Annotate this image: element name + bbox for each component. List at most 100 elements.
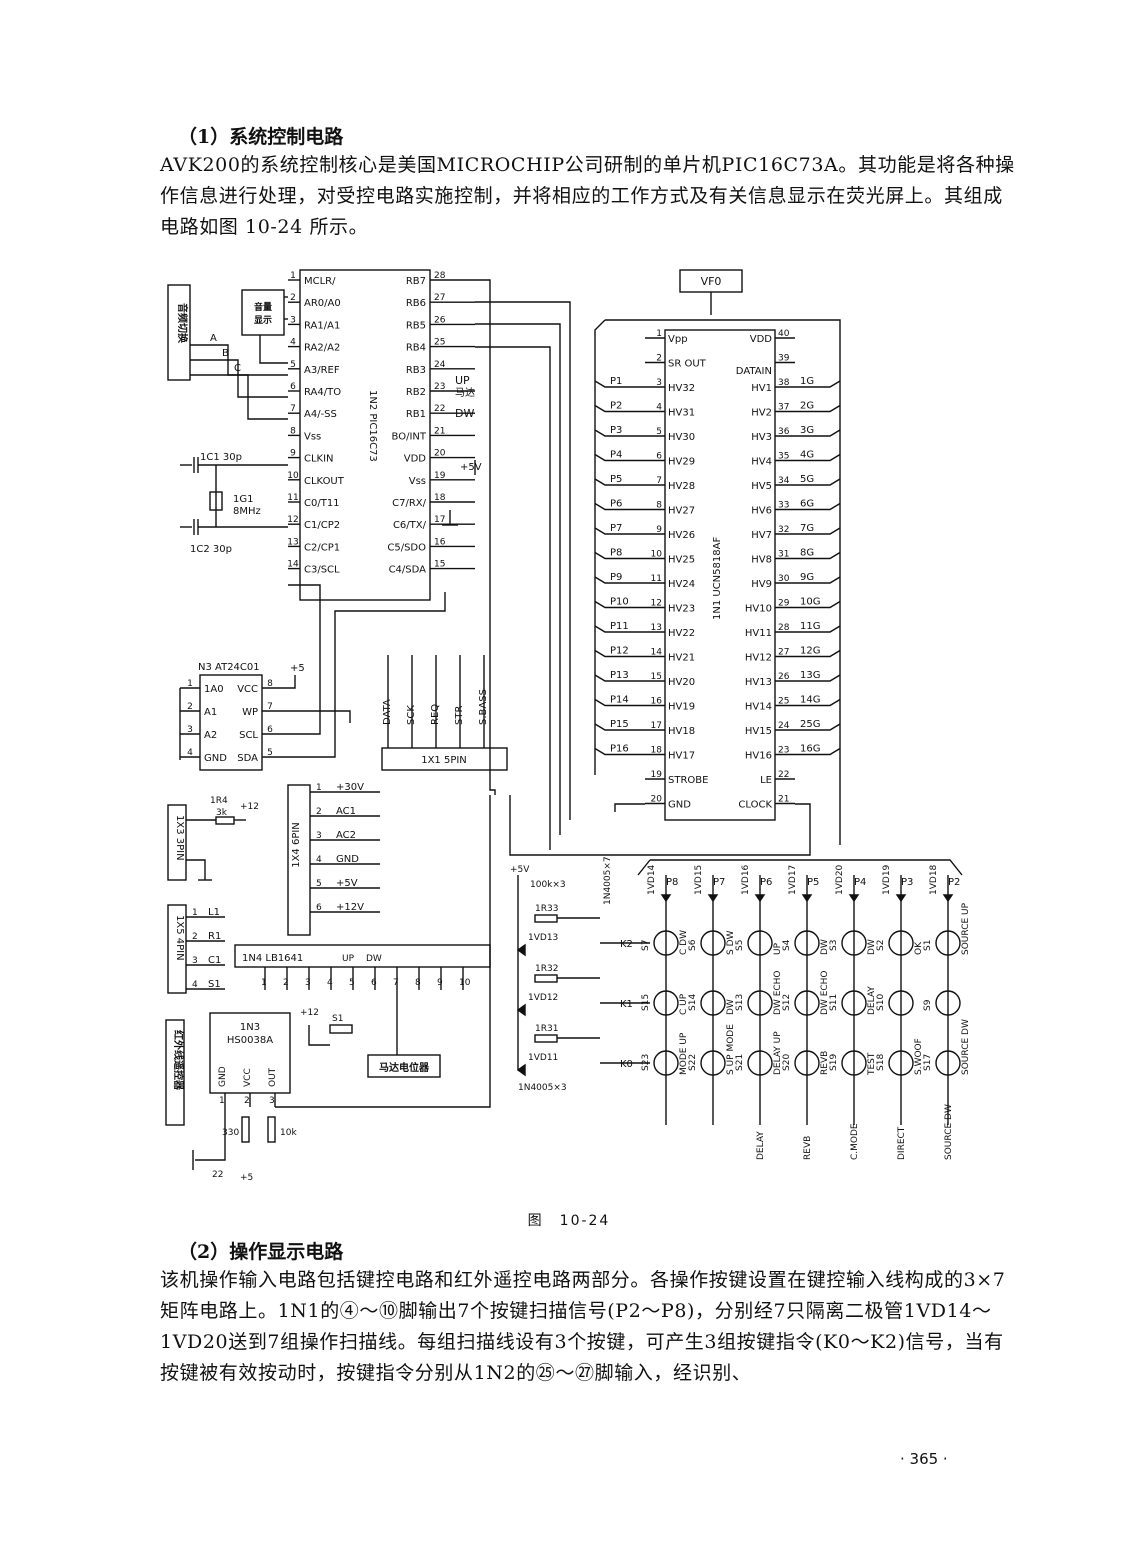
key-row-label: K0 [620, 1059, 633, 1070]
resistor-label: 1R33 [535, 904, 558, 914]
port-label: B [222, 348, 229, 359]
volume-display-box [241, 289, 285, 336]
vfd-pin-number: 31 [778, 550, 789, 560]
vol-wire [259, 335, 288, 364]
key-matrix-top [637, 859, 651, 876]
vfd-pin-label: HV28 [668, 481, 695, 492]
vfd-net-label: 12G [800, 646, 820, 657]
section1-heading: （1）系统控制电路 [178, 126, 344, 148]
scan-diode-label: 1VD15 [694, 865, 704, 895]
key-function: DW ECHO [820, 970, 830, 1015]
vfd-pin-number: 36 [778, 427, 790, 437]
vfd-plate-line [594, 625, 645, 633]
eeprom-pin-number: 3 [187, 725, 193, 735]
pic-pin-label: Vss [304, 431, 321, 442]
figure-caption: 图 10-24 [527, 1213, 611, 1229]
vfd-plate-line [594, 380, 645, 388]
resistor [534, 1034, 558, 1043]
eeprom-pin-number: 4 [187, 748, 193, 758]
lb1641-pin-number: 7 [393, 978, 399, 988]
eeprom-sda [280, 592, 446, 758]
vfd-pin-number: 20 [651, 795, 663, 805]
diode [516, 1063, 526, 1077]
bus-rb4 [475, 346, 551, 850]
pic-pin-number: 12 [287, 515, 298, 525]
key-function: MODE UP [679, 1032, 689, 1075]
pic-pin-label: AR0/A0 [304, 298, 341, 309]
resistor [534, 974, 558, 983]
key-button [653, 930, 679, 956]
vfd-pin-label: Vpp [668, 334, 688, 345]
key-button [794, 990, 820, 1016]
key-id: S23 [641, 1054, 651, 1071]
vfd-pin-label: HV29 [668, 457, 695, 468]
pic-pin-label: RB6 [406, 298, 426, 309]
vfd-pin-number: 37 [778, 403, 789, 413]
ir-remote-label: 红外线遥控器 [172, 1030, 185, 1091]
key-button [747, 990, 773, 1016]
hs-pin-number: 2 [244, 1096, 250, 1106]
audio-switch-box [167, 284, 191, 381]
vfd-pin-label: STROBE [668, 775, 708, 786]
eeprom-pin-number: 6 [267, 725, 273, 735]
vfd-grid-line [795, 429, 841, 437]
key-button [653, 1050, 679, 1076]
vfd-plate-line [594, 551, 645, 560]
pic-pin-number: 17 [434, 515, 445, 525]
vfd-grid-line [795, 502, 841, 511]
vfd-pin-number: 23 [778, 746, 789, 756]
vfd-pin-label: HV20 [668, 677, 695, 688]
connector-4pin-number: 4 [192, 980, 198, 990]
key-button [700, 990, 726, 1016]
vfd-plate-line [594, 674, 645, 682]
key-function: DW [867, 939, 877, 955]
n4005b-label: 1N4005×3 [518, 1083, 567, 1093]
ic-hs-name: 1N3 [240, 1022, 260, 1033]
key-id: S19 [829, 1054, 839, 1071]
vfd-pin-label: HV3 [751, 432, 772, 443]
connector-4pin-signal: S1 [208, 979, 221, 990]
lb1641-pin-number: 3 [305, 978, 311, 988]
vfd-net-label: 10G [800, 597, 820, 608]
key-id: S7 [641, 940, 651, 951]
connector-6pin-signal: GND [336, 854, 359, 865]
vfd-net-label: P1 [610, 376, 622, 387]
bus-rb5 [475, 323, 561, 835]
vfd-pin-label: HV12 [745, 653, 772, 664]
scan-line-label: P2 [948, 877, 960, 888]
vfd-net-label: P4 [610, 450, 622, 461]
vfd-pin-label: HV13 [745, 677, 772, 688]
vfd-pin-label: LE [760, 775, 772, 786]
vfd-grid-line [795, 698, 841, 707]
vfd-pin-number: 21 [778, 795, 789, 805]
vfd-plate-line [594, 429, 645, 437]
pic-pin-number: 13 [287, 537, 298, 547]
scan-diode-label: 1VD17 [788, 865, 798, 895]
vfd-datain: DATAIN [736, 366, 772, 377]
pic-pin-label: C7/RX/ [392, 498, 427, 509]
label-motor: 马达 [455, 387, 475, 399]
vfd-pin-label: HV31 [668, 408, 695, 419]
n4005-label: 1N4005×7 [603, 856, 613, 905]
pic-pin-number: 26 [434, 315, 446, 325]
resistor-330 [241, 1116, 250, 1143]
vfd-grid-line [795, 478, 841, 486]
vfd-pin-label: HV10 [745, 604, 772, 615]
volume-display-label: 音量 [254, 301, 272, 313]
connector-4pin-signal: L1 [208, 907, 220, 918]
vfd-net-label: 9G [800, 572, 814, 583]
eeprom-pin-label: SDA [237, 753, 258, 764]
vfd-net-label: P15 [610, 719, 629, 730]
ic-pic-name: 1N2 PIC16C73 [367, 390, 378, 462]
key-id: S13 [735, 994, 745, 1011]
vfd-net-label: P8 [610, 548, 622, 559]
vfd-net-label: 13G [800, 670, 820, 681]
vfd-pin-number: 17 [651, 721, 662, 731]
vfd-pin-number: 27 [778, 648, 789, 658]
pic-pin-label: RA2/A2 [304, 343, 340, 354]
pic-pin-number: 24 [434, 360, 446, 370]
key-bottom-label: SOURCE DW [944, 1104, 954, 1160]
connector-6pin-signal: AC2 [336, 830, 356, 841]
pic-pin-number: 8 [290, 426, 296, 436]
scan-diode-label: 1VD19 [882, 864, 892, 895]
